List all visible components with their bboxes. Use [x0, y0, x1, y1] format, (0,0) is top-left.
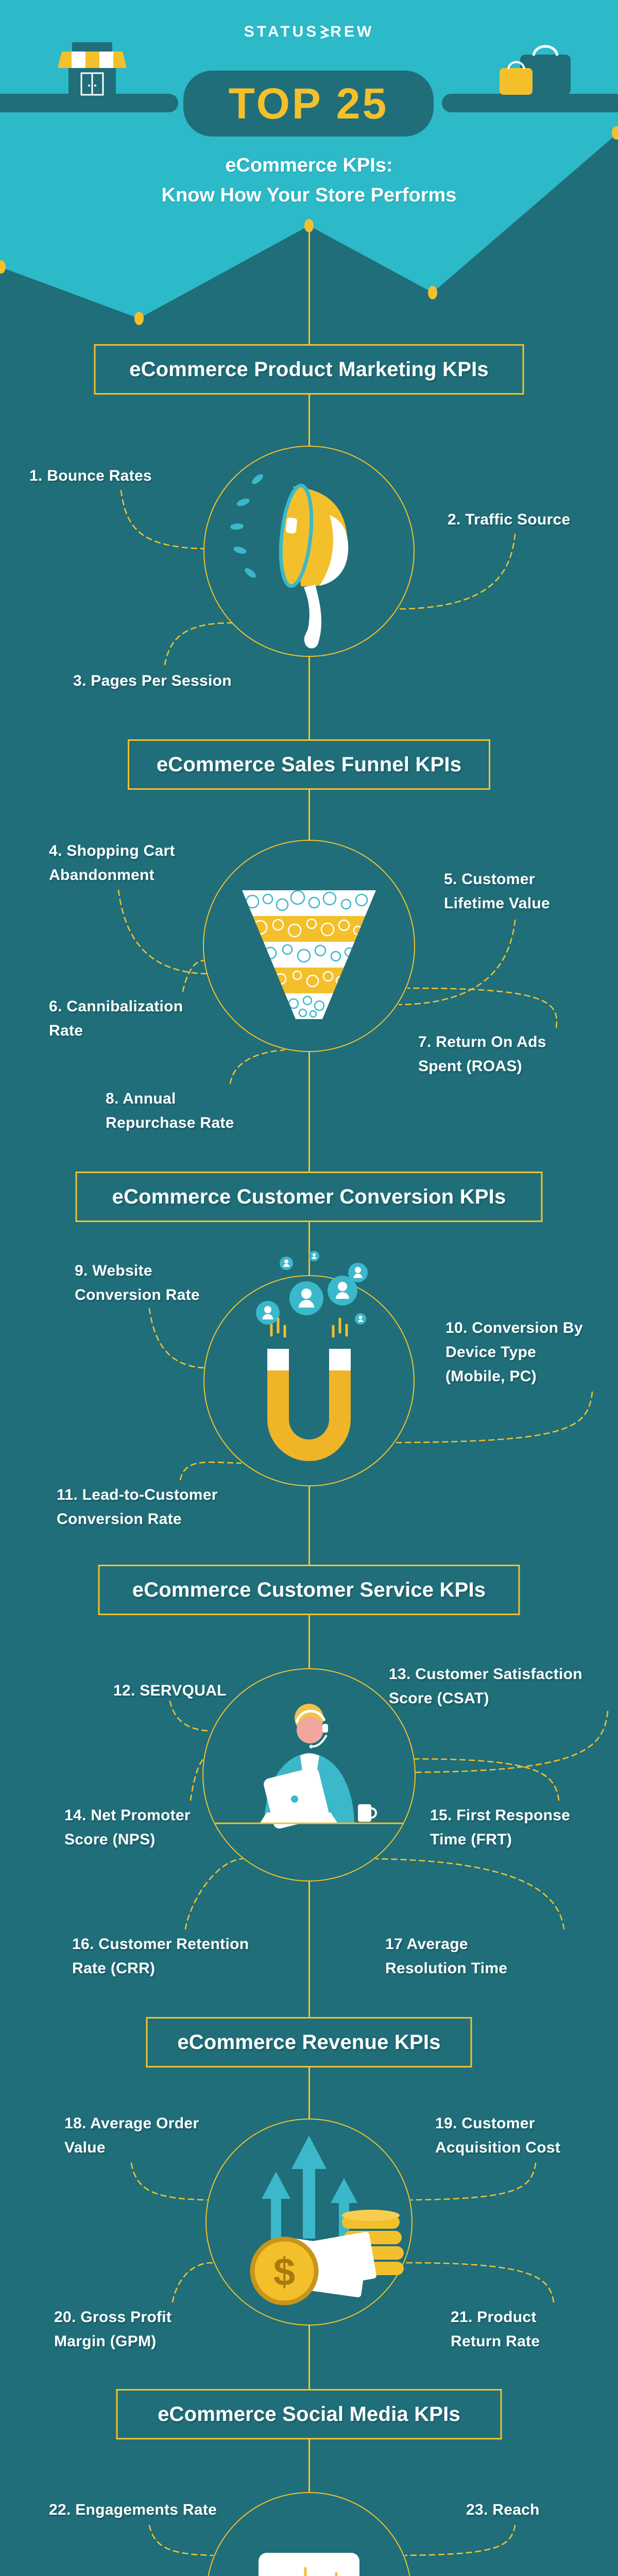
circle-analytics — [206, 2492, 412, 2576]
kpi-label-14: 14. Net Promoter Score (NPS) — [64, 1807, 191, 1848]
shopping-bags-icon — [442, 45, 618, 112]
section-title: eCommerce Sales Funnel KPIs — [156, 753, 462, 776]
header-title-line2: Know How Your Store Performs — [161, 184, 457, 206]
section-box-revenue: eCommerce Revenue KPIs — [146, 2017, 472, 2067]
kpi-label-8: 8. Annual Repurchase Rate — [106, 1090, 234, 1131]
top25-badge: TOP 25 — [228, 79, 389, 128]
kpi-label-11: 11. Lead-to-Customer Conversion Rate — [57, 1486, 218, 1528]
section-title: eCommerce Product Marketing KPIs — [129, 358, 489, 381]
circle-magnet — [203, 1275, 415, 1486]
kpi-label-19: 19. Customer Acquisition Cost — [435, 2115, 561, 2156]
kpi-label-1: 1. Bounce Rates — [29, 467, 152, 484]
section-title: eCommerce Revenue KPIs — [177, 2030, 441, 2054]
kpi-label-16: 16. Customer Retention Rate (CRR) — [72, 1936, 249, 1977]
kpi-label-13: 13. Customer Satisfaction Score (CSAT) — [389, 1666, 582, 1707]
section-title: eCommerce Customer Service KPIs — [132, 1578, 486, 1601]
section-box-sales-funnel: eCommerce Sales Funnel KPIs — [128, 739, 490, 790]
circle-megaphone — [203, 446, 415, 657]
section-title: eCommerce Social Media KPIs — [158, 2402, 460, 2426]
kpi-label-22: 22. Engagements Rate — [49, 2501, 217, 2518]
kpi-label-6: 6. Cannibalization Rate — [49, 998, 183, 1039]
circle-funnel — [203, 840, 415, 1052]
section-box-social-media: eCommerce Social Media KPIs — [116, 2389, 502, 2439]
kpi-label-4: 4. Shopping Cart Abandonment — [49, 842, 175, 884]
kpi-label-10: 10. Conversion By Device Type (Mobile, P… — [445, 1319, 583, 1385]
section-title: eCommerce Customer Conversion KPIs — [112, 1185, 506, 1208]
kpi-label-5: 5. Customer Lifetime Value — [444, 871, 550, 912]
kpi-label-3: 3. Pages Per Session — [73, 672, 232, 689]
storefront-icon — [0, 42, 178, 112]
kpi-label-20: 20. Gross Profit Margin (GPM) — [54, 2309, 172, 2350]
kpi-label-12: 12. SERVQUAL — [113, 1682, 227, 1699]
kpi-label-21: 21. Product Return Rate — [451, 2309, 540, 2350]
kpi-label-23: 23. Reach — [466, 2501, 540, 2518]
kpi-label-17: 17 Average Resolution Time — [385, 1936, 508, 1977]
kpi-label-7: 7. Return On Ads Spent (ROAS) — [418, 1033, 546, 1075]
logo-suffix: REW — [330, 23, 374, 40]
section-box-product-marketing: eCommerce Product Marketing KPIs — [94, 344, 524, 395]
kpi-label-9: 9. Website Conversion Rate — [75, 1262, 200, 1303]
section-box-customer-conversion: eCommerce Customer Conversion KPIs — [75, 1172, 543, 1222]
statusbrew-chevron-icon — [320, 25, 330, 39]
header-title-line1: eCommerce KPIs: — [225, 155, 393, 176]
logo-prefix: STATUS — [244, 23, 319, 40]
kpi-label-15: 15. First Response Time (FRT) — [430, 1807, 571, 1848]
kpi-label-18: 18. Average Order Value — [64, 2115, 199, 2156]
kpi-label-2: 2. Traffic Source — [448, 511, 571, 528]
circle-revenue — [205, 2119, 413, 2326]
circle-support-agent — [202, 1668, 416, 1882]
statusbrew-logo: STATUS REW — [244, 23, 374, 41]
section-box-customer-service: eCommerce Customer Service KPIs — [98, 1565, 520, 1615]
